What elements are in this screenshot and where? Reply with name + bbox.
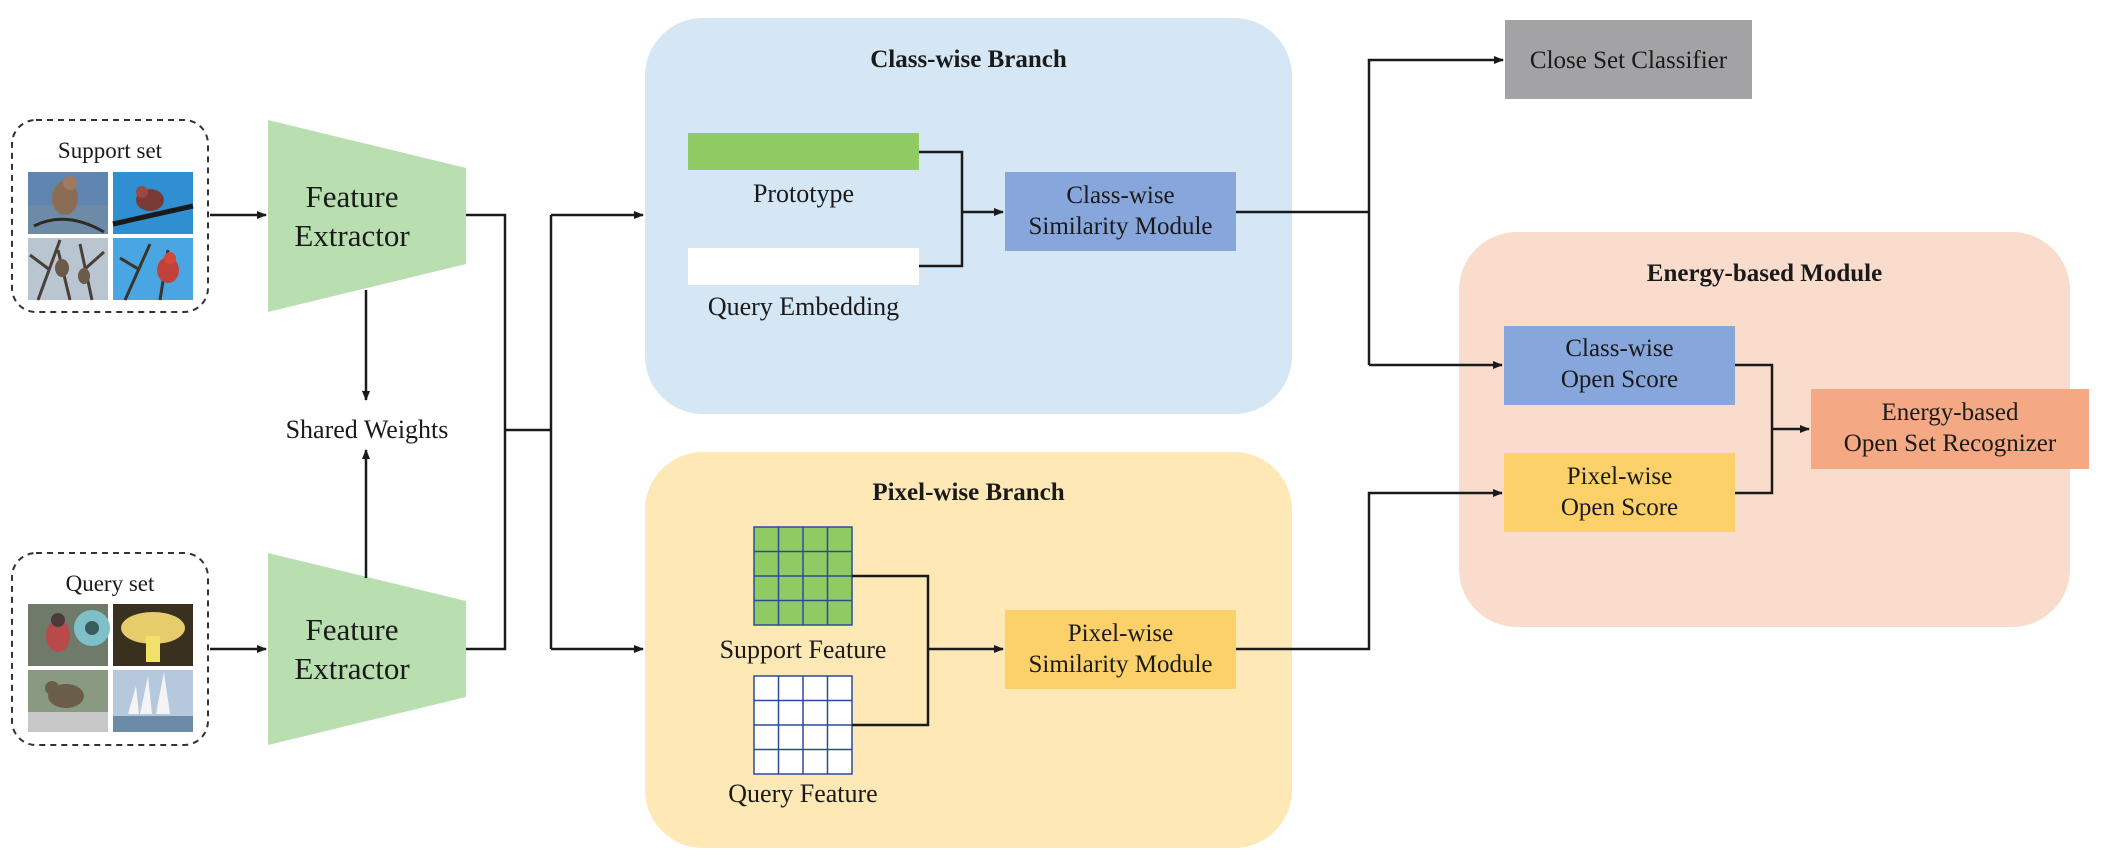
support-set-box: [11, 119, 209, 313]
pixel-open-score-box: [1504, 453, 1735, 532]
support-feature-grid: [753, 526, 853, 626]
feature-extractor-bottom: [268, 553, 466, 745]
energy-recognizer-box: [1811, 389, 2089, 469]
query-set-title: Query set: [65, 571, 155, 596]
query-feature-grid: [753, 675, 853, 775]
query-set-box: [11, 552, 209, 746]
support-image-4: [113, 238, 193, 301]
support-feature-label: Support Feature: [719, 635, 887, 664]
feature-extractor-top: [268, 120, 466, 312]
feature-extractor-bottom-label: Feature Extractor: [294, 612, 410, 686]
prototype-bar: [688, 133, 919, 170]
support-images: [28, 172, 194, 301]
energy-module-title: Energy-based Module: [1646, 260, 1883, 287]
class-open-score-label: Class-wise Open Score: [1560, 335, 1679, 394]
query-image-4: [113, 670, 193, 732]
prototype-connector: [919, 150, 964, 268]
query-image-2: [113, 604, 193, 666]
to-close-set-arrow: [1367, 56, 1504, 365]
class-branch-title: Class-wise Branch: [870, 46, 1067, 73]
extractor-merge-line: [466, 213, 507, 651]
prototype-label: Prototype: [752, 179, 855, 208]
pixel-branch-title: Pixel-wise Branch: [872, 479, 1065, 506]
query-embedding-label: Query Embedding: [707, 292, 900, 321]
support-image-1: [28, 172, 108, 234]
close-set-classifier-label: Close Set Classifier: [1529, 47, 1728, 74]
to-pixel-score-arrow: [1236, 489, 1503, 651]
pixel-similarity-module-label: Pixel-wise Similarity Module: [1028, 620, 1213, 679]
query-image-3: [28, 670, 108, 732]
query-image-1: [28, 604, 110, 666]
pixel-open-score-label: Pixel-wise Open Score: [1560, 463, 1679, 522]
query-embedding-bar: [688, 248, 919, 285]
query-images: [28, 604, 193, 732]
class-similarity-module-label: Class-wise Similarity Module: [1028, 182, 1213, 241]
feature-extractor-top-label: Feature Extractor: [294, 179, 410, 253]
class-branch-panel: [645, 18, 1292, 414]
shared-weights-label: Shared Weights: [262, 414, 472, 447]
support-set-title: Support set: [57, 138, 163, 163]
support-image-2: [112, 172, 194, 234]
query-feature-label: Query Feature: [728, 779, 878, 808]
close-set-classifier-box: [1505, 20, 1752, 99]
support-image-3: [28, 238, 108, 301]
pixel-similarity-module-box: [1005, 610, 1236, 689]
class-open-score-box: [1504, 326, 1735, 405]
pixel-feature-connector: [852, 574, 930, 727]
class-similarity-module-box: [1005, 172, 1236, 251]
energy-recognizer-label: Energy-based Open Set Recognizer: [1843, 399, 2057, 458]
